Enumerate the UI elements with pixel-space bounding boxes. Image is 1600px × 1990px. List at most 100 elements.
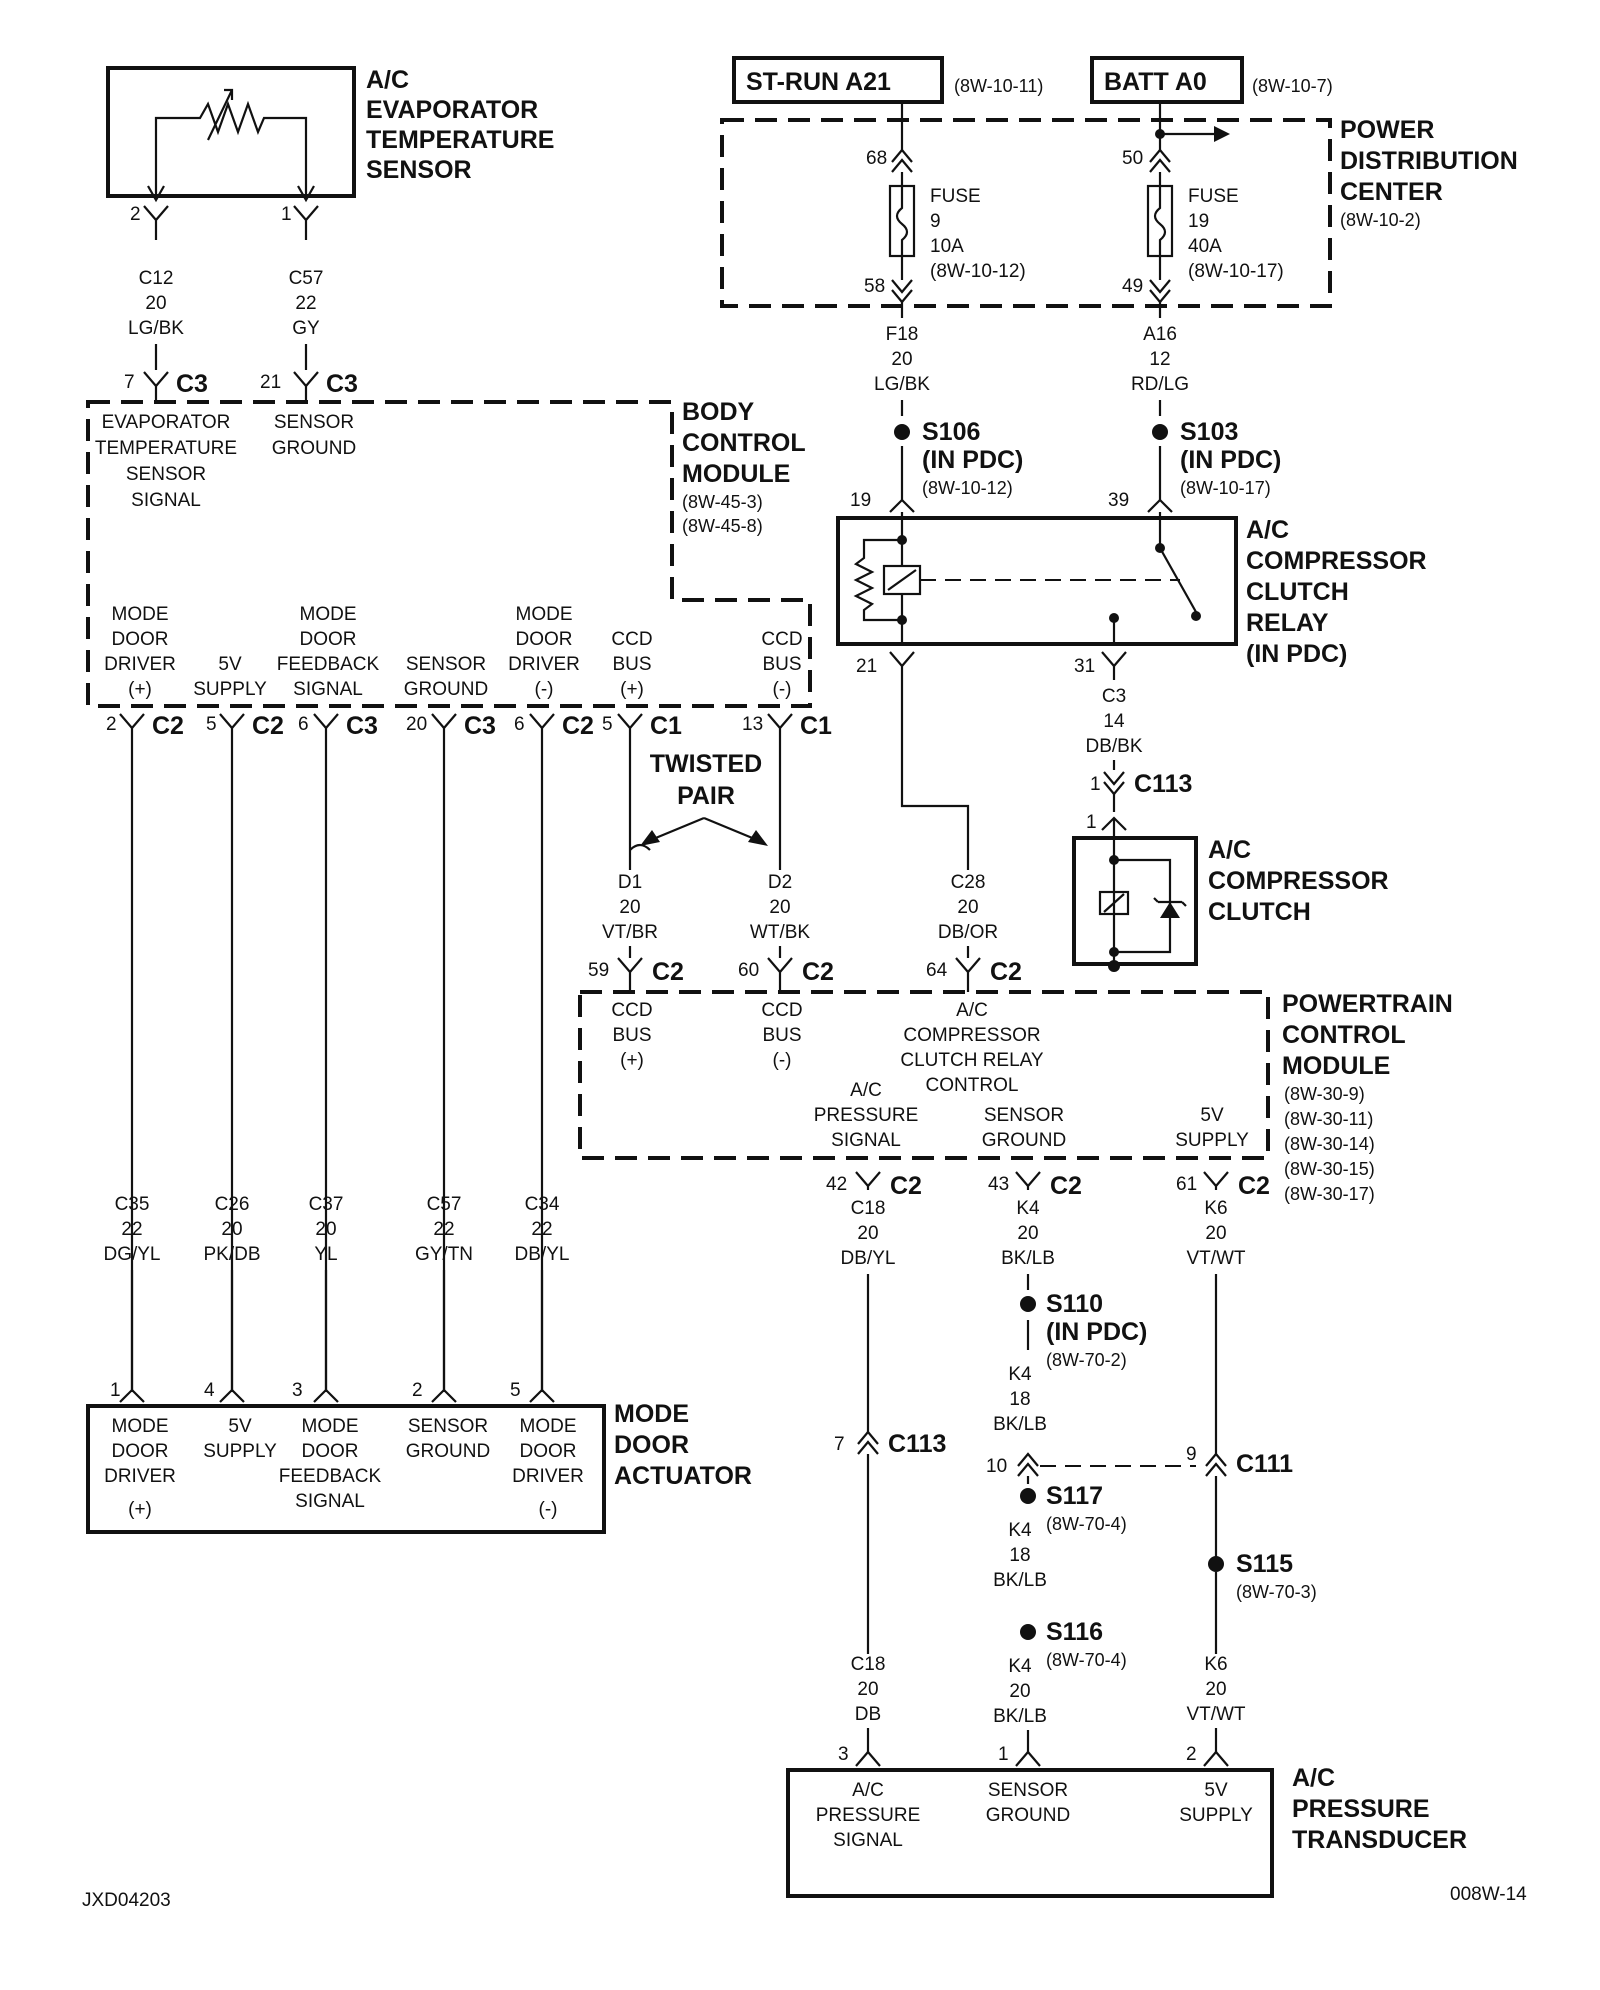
c111-connector-right [1205, 1452, 1227, 1477]
wire-c57b-color: GY/TN [415, 1244, 473, 1265]
wire-d2-code: D2 [768, 872, 792, 893]
pdc-outline [720, 118, 1332, 308]
wire-c18b-color: DB [855, 1704, 881, 1725]
wire-k6a-gauge: 20 [1205, 1223, 1226, 1244]
pcm-upper-wires: D1 20 VT/BR D2 20 WT/BK C28 20 DB/OR [602, 872, 998, 943]
mode-door-wire-lower [130, 1270, 544, 1390]
wire-k6b-gauge: 20 [1205, 1679, 1226, 1700]
bcm-b4-l1: SENSOR [406, 654, 486, 675]
pdc-pin-50: 50 [1122, 148, 1143, 169]
bcm-top-pin-7-conn: C3 [176, 370, 208, 398]
bcm-b6-l1: CCD [611, 629, 652, 650]
wire-d2-color: WT/BK [750, 922, 810, 943]
relay-switch-blade [1159, 547, 1197, 613]
clutch-pin-b: 1 [1086, 812, 1097, 833]
pcm-ref-3: (8W-30-14) [1284, 1134, 1375, 1154]
wire-f18-color: LG/BK [874, 374, 930, 395]
mode-door-pin-2: 2 [412, 1380, 423, 1401]
bcm-label-gnd-1: SENSOR [274, 412, 354, 433]
relay-title-4: RELAY [1246, 609, 1329, 637]
pcm-title-1: POWERTRAIN [1282, 990, 1453, 1018]
wire-c57a-code: C57 [289, 268, 324, 289]
c111-name: C111 [1236, 1450, 1293, 1478]
bcm-label-evap-1: EVAPORATOR [102, 412, 231, 433]
pdc-title-1: POWER [1340, 116, 1434, 144]
footer-right-code: 008W-14 [1450, 1884, 1527, 1905]
bcm-b4-l2: GROUND [404, 679, 488, 700]
relay-pin-19: 19 [850, 490, 871, 511]
bcm-b5-l4: (-) [535, 679, 554, 700]
clutch-coil-mark [1103, 893, 1125, 913]
bcm-title-3: MODULE [682, 460, 790, 488]
pcm-bottom-pin-42: 42 [826, 1174, 847, 1195]
bcm-b3-conn: C3 [346, 712, 378, 740]
wire-k4c-color: BK/LB [993, 1570, 1047, 1591]
pcm-t2-l3: (-) [773, 1050, 792, 1071]
s106-ref: (8W-10-12) [922, 478, 1013, 498]
relay-title-2: COMPRESSOR [1246, 547, 1427, 575]
wire-k4d-gauge: 20 [1009, 1681, 1030, 1702]
evap-sensor-box [106, 66, 356, 198]
bcm-b2-l2: SUPPLY [193, 679, 267, 700]
wire-k4d-code: K4 [1008, 1656, 1032, 1677]
pcm-b3-l2: SUPPLY [1175, 1130, 1249, 1151]
wire-c34-gauge: 22 [531, 1219, 552, 1240]
clutch-diode-bar [1153, 897, 1187, 907]
relay-pin-39: 39 [1108, 490, 1129, 511]
pcm-pin-61-connector [1203, 1171, 1229, 1190]
evap-title-1: A/C [366, 66, 409, 94]
batt-branch-arrow [1214, 126, 1230, 142]
thermistor-symbol [154, 100, 308, 200]
mode-door-wires: C35 22 DG/YL C26 20 PK/DB C37 20 YL C57 … [103, 1194, 569, 1265]
bcm-b1-conn: C2 [152, 712, 184, 740]
pdc-ref: (8W-10-2) [1340, 210, 1421, 230]
mode-door-pin-5: 5 [510, 1380, 521, 1401]
wire-a16-code: A16 [1143, 324, 1177, 345]
s106-sub: (IN PDC) [922, 446, 1023, 474]
bcm-b7-num: 13 [742, 714, 763, 735]
bcm-title-2: CONTROL [682, 429, 806, 457]
pdc-pin-68: 68 [866, 148, 887, 169]
clutch-diode [1160, 902, 1180, 918]
transducer-pin-3: 3 [838, 1744, 849, 1765]
wire-d2-gauge: 20 [769, 897, 790, 918]
pcm-pin-43-connector [1015, 1171, 1041, 1190]
splices-pdc: S106 (IN PDC) (8W-10-12) S103 (IN PDC) (… [894, 418, 1281, 500]
tr-p1-l1: A/C [852, 1780, 884, 1801]
pcm-b2-l2: GROUND [982, 1130, 1066, 1151]
s117-ref: (8W-70-4) [1046, 1514, 1127, 1534]
wire-c3-color: DB/BK [1085, 736, 1142, 757]
wire-c34-color: DB/YL [515, 1244, 570, 1265]
evap-title-4: SENSOR [366, 156, 472, 184]
tr-p2-l1: SENSOR [988, 1780, 1068, 1801]
relay-title-1: A/C [1246, 516, 1289, 544]
body-control-module: 7 C3 21 C3 EVAPORATOR TEMPERATURE SENSOR… [86, 370, 832, 1390]
pcm-top-pin-60-conn: C2 [802, 958, 834, 986]
bcm-top-pin-21-connector [293, 371, 319, 402]
wire-a16-color: RD/LG [1131, 374, 1189, 395]
pcm-bottom-pin-61-conn: C2 [1238, 1172, 1270, 1200]
pcm-ref-5: (8W-30-17) [1284, 1184, 1375, 1204]
wire-c57b-code: C57 [427, 1194, 462, 1215]
clutch-title-1: A/C [1208, 836, 1251, 864]
wire-k4b-code: K4 [1008, 1364, 1032, 1385]
relay-box [836, 516, 1238, 646]
fuse9-l4: (8W-10-12) [930, 261, 1026, 282]
mode-door-title-2: DOOR [614, 1431, 689, 1459]
pcm-top-pin-59-conn: C2 [652, 958, 684, 986]
wire-c28-code: C28 [951, 872, 986, 893]
s117-name: S117 [1046, 1482, 1103, 1510]
tr-p3-l1: 5V [1204, 1780, 1228, 1801]
wire-c37-color: YL [314, 1244, 337, 1265]
wire-f18-code: F18 [886, 324, 919, 345]
mode-door-box [86, 1404, 606, 1534]
compressor-clutch-relay: 19 39 A/C COMPRESSOR CLUTCH RELAY (IN PD… [836, 490, 1427, 870]
s103-name: S103 [1180, 418, 1238, 446]
fuse9-l2: 9 [930, 211, 941, 232]
bcm-b3-num: 6 [298, 714, 309, 735]
wire-c26-code: C26 [215, 1194, 250, 1215]
pcm-pin-59-connector [617, 957, 643, 992]
tr-p1-l3: SIGNAL [833, 1830, 903, 1851]
fuse19-l1: FUSE [1188, 186, 1239, 207]
